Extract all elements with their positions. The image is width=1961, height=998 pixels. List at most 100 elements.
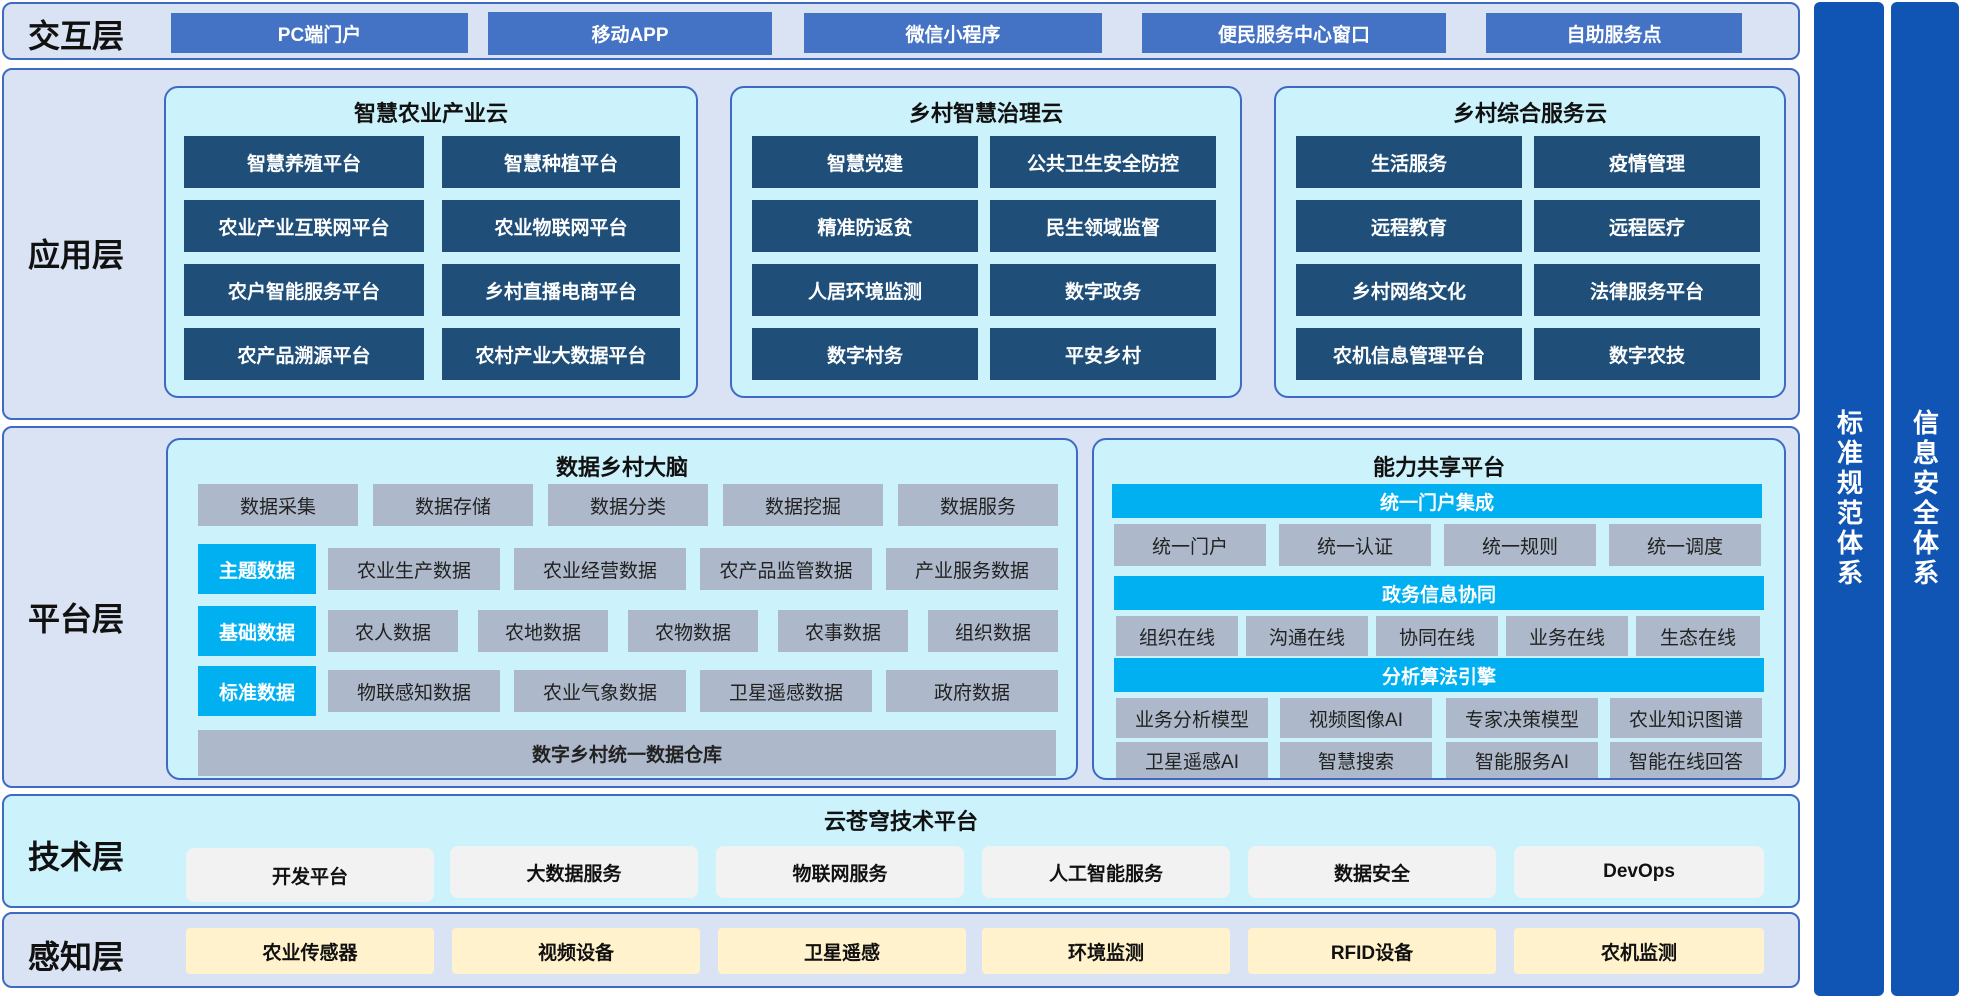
app-item[interactable]: 生活服务 [1296, 136, 1522, 188]
panel-data-village-brain: 数据乡村大脑 数据采集 数据存储 数据分类 数据挖掘 数据服务 主题数据 农业生… [166, 438, 1078, 780]
platform-layer-label: 平台层 [28, 601, 125, 637]
info-security-system-bar[interactable]: 信息安全体系 [1891, 2, 1959, 996]
technology-layer: 技术层 云苍穹技术平台 开发平台 大数据服务 物联网服务 人工智能服务 数据安全… [2, 794, 1800, 908]
brain-data-item[interactable]: 组织数据 [928, 610, 1058, 652]
perception-item[interactable]: RFID设备 [1248, 928, 1496, 974]
app-item[interactable]: 公共卫生安全防控 [990, 136, 1216, 188]
brain-top-item[interactable]: 数据服务 [898, 484, 1058, 526]
application-layer: 应用层 智慧农业产业云 智慧养殖平台 智慧种植平台 农业产业互联网平台 农业物联… [2, 68, 1800, 420]
perception-item[interactable]: 环境监测 [982, 928, 1230, 974]
app-item[interactable]: 农业物联网平台 [442, 200, 680, 252]
brain-data-item[interactable]: 卫星遥感数据 [700, 670, 872, 712]
ability-item[interactable]: 协同在线 [1376, 616, 1498, 656]
app-item[interactable]: 数字村务 [752, 328, 978, 380]
perception-layer-label: 感知层 [28, 939, 125, 975]
brain-row-label-theme[interactable]: 主题数据 [198, 544, 316, 594]
brain-top-item[interactable]: 数据分类 [548, 484, 708, 526]
app-item[interactable]: 乡村网络文化 [1296, 264, 1522, 316]
app-item[interactable]: 法律服务平台 [1534, 264, 1760, 316]
brain-data-item[interactable]: 农人数据 [328, 610, 458, 652]
interaction-item-self-service-point[interactable]: 自助服务点 [1486, 13, 1742, 53]
app-item[interactable]: 数字政务 [990, 264, 1216, 316]
app-item[interactable]: 农业产业互联网平台 [184, 200, 424, 252]
perception-layer: 感知层 农业传感器 视频设备 卫星遥感 环境监测 RFID设备 农机监测 [2, 912, 1800, 988]
brain-data-item[interactable]: 农业经营数据 [514, 548, 686, 590]
app-item[interactable]: 乡村直播电商平台 [442, 264, 680, 316]
ability-item[interactable]: 业务分析模型 [1116, 698, 1268, 738]
app-item[interactable]: 人居环境监测 [752, 264, 978, 316]
ability-item[interactable]: 农业知识图谱 [1610, 698, 1762, 738]
perception-item[interactable]: 农机监测 [1514, 928, 1764, 974]
app-item[interactable]: 疫情管理 [1534, 136, 1760, 188]
perception-item[interactable]: 卫星遥感 [718, 928, 966, 974]
brain-data-item[interactable]: 物联感知数据 [328, 670, 500, 712]
app-item[interactable]: 民生领域监督 [990, 200, 1216, 252]
brain-row-label-base[interactable]: 基础数据 [198, 606, 316, 656]
app-item[interactable]: 数字农技 [1534, 328, 1760, 380]
ability-item[interactable]: 智能在线回答 [1610, 742, 1762, 778]
panel-title: 智慧农业产业云 [353, 101, 508, 126]
brain-data-item[interactable]: 农物数据 [628, 610, 758, 652]
panel-rural-service-cloud: 乡村综合服务云 生活服务 疫情管理 远程教育 远程医疗 乡村网络文化 法律服务平… [1274, 86, 1786, 398]
brain-row-label-standard[interactable]: 标准数据 [198, 666, 316, 716]
interaction-item-service-center-window[interactable]: 便民服务中心窗口 [1142, 13, 1446, 53]
unified-data-warehouse[interactable]: 数字乡村统一数据仓库 [198, 730, 1056, 776]
app-item[interactable]: 智慧养殖平台 [184, 136, 424, 188]
ability-item[interactable]: 视频图像AI [1280, 698, 1432, 738]
panel-ability-sharing-platform: 能力共享平台 统一门户集成 统一门户 统一认证 统一规则 统一调度 政务信息协同… [1092, 438, 1786, 780]
brain-data-item[interactable]: 农业气象数据 [514, 670, 686, 712]
ability-item[interactable]: 生态在线 [1636, 616, 1760, 656]
app-item[interactable]: 智慧种植平台 [442, 136, 680, 188]
app-item[interactable]: 农户智能服务平台 [184, 264, 424, 316]
ability-item[interactable]: 统一规则 [1444, 524, 1596, 566]
brain-data-item[interactable]: 农事数据 [778, 610, 908, 652]
brain-data-item[interactable]: 农产品监管数据 [700, 548, 872, 590]
app-item[interactable]: 智慧党建 [752, 136, 978, 188]
interaction-item-wechat-miniprogram[interactable]: 微信小程序 [804, 13, 1102, 53]
ability-section-algorithm-engine[interactable]: 分析算法引擎 [1114, 658, 1764, 692]
interaction-layer: 交互层 PC端门户 移动APP 微信小程序 便民服务中心窗口 自助服务点 [2, 2, 1800, 60]
ability-section-portal-integration[interactable]: 统一门户集成 [1112, 484, 1762, 518]
info-security-system-label: 信息安全体系 [1909, 409, 1940, 589]
ability-item[interactable]: 沟通在线 [1246, 616, 1368, 656]
ability-item[interactable]: 业务在线 [1506, 616, 1628, 656]
app-item[interactable]: 平安乡村 [990, 328, 1216, 380]
interaction-item-mobile-app[interactable]: 移动APP [488, 12, 772, 55]
brain-data-item[interactable]: 产业服务数据 [886, 548, 1058, 590]
interaction-item-pc-portal[interactable]: PC端门户 [171, 13, 468, 53]
ability-item[interactable]: 卫星遥感AI [1116, 742, 1268, 778]
panel-smart-agriculture-cloud: 智慧农业产业云 智慧养殖平台 智慧种植平台 农业产业互联网平台 农业物联网平台 … [164, 86, 698, 398]
ability-section-gov-collaboration[interactable]: 政务信息协同 [1114, 576, 1764, 610]
ability-item[interactable]: 智能服务AI [1446, 742, 1598, 778]
tech-item[interactable]: DevOps [1514, 846, 1764, 898]
app-item[interactable]: 农机信息管理平台 [1296, 328, 1522, 380]
brain-data-item[interactable]: 农地数据 [478, 610, 608, 652]
brain-data-item[interactable]: 农业生产数据 [328, 548, 500, 590]
brain-top-item[interactable]: 数据挖掘 [723, 484, 883, 526]
tech-item[interactable]: 人工智能服务 [982, 846, 1230, 898]
tech-item[interactable]: 开发平台 [186, 848, 434, 902]
platform-layer: 平台层 数据乡村大脑 数据采集 数据存储 数据分类 数据挖掘 数据服务 主题数据… [2, 426, 1800, 788]
app-item[interactable]: 远程教育 [1296, 200, 1522, 252]
app-item[interactable]: 精准防返贫 [752, 200, 978, 252]
ability-item[interactable]: 专家决策模型 [1446, 698, 1598, 738]
app-item[interactable]: 远程医疗 [1534, 200, 1760, 252]
technology-layer-label: 技术层 [28, 839, 125, 875]
app-item[interactable]: 农村产业大数据平台 [442, 328, 680, 380]
tech-item[interactable]: 大数据服务 [450, 846, 698, 898]
ability-item[interactable]: 统一门户 [1114, 524, 1266, 566]
ability-item[interactable]: 智慧搜索 [1280, 742, 1432, 778]
brain-data-item[interactable]: 政府数据 [886, 670, 1058, 712]
perception-item[interactable]: 视频设备 [452, 928, 700, 974]
tech-item[interactable]: 物联网服务 [716, 846, 964, 898]
tech-item[interactable]: 数据安全 [1248, 846, 1496, 898]
ability-item[interactable]: 统一认证 [1279, 524, 1431, 566]
app-item[interactable]: 农产品溯源平台 [184, 328, 424, 380]
brain-top-item[interactable]: 数据存储 [373, 484, 533, 526]
perception-item[interactable]: 农业传感器 [186, 928, 434, 974]
brain-top-item[interactable]: 数据采集 [198, 484, 358, 526]
ability-item[interactable]: 组织在线 [1116, 616, 1238, 656]
ability-item[interactable]: 统一调度 [1609, 524, 1761, 566]
standard-spec-system-bar[interactable]: 标准规范体系 [1814, 2, 1884, 996]
panel-title: 能力共享平台 [1372, 455, 1505, 480]
